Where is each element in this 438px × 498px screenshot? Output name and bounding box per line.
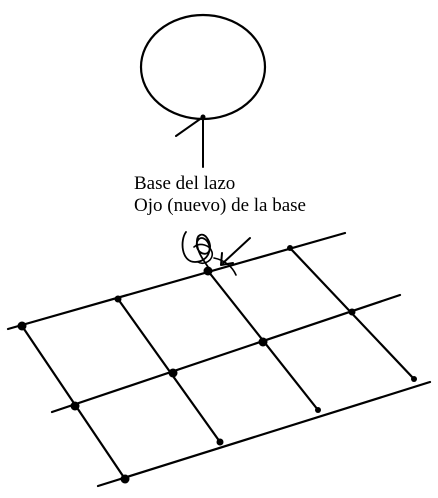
net-node (203, 266, 213, 276)
arrow (220, 237, 251, 266)
net-line-row-2 (50, 293, 402, 414)
arrow-shaft (222, 237, 251, 264)
label-loop-base: Base del lazo (134, 173, 236, 194)
net-line-row-3 (96, 380, 432, 488)
net-node (216, 438, 224, 446)
net-node (120, 474, 130, 484)
net-line-col-2 (116, 297, 222, 444)
net-node (70, 401, 80, 411)
net-lines (6, 231, 432, 488)
net-node (411, 376, 417, 382)
net-node (258, 337, 268, 347)
net-node (287, 245, 293, 251)
net-node (17, 321, 27, 331)
knot-scribble-2 (193, 243, 214, 265)
knot-scribble (181, 231, 211, 271)
arrow-head (220, 252, 234, 266)
net-node (168, 368, 178, 378)
net-nodes (17, 245, 417, 484)
loop-circle (139, 13, 267, 121)
net-line-row-1 (6, 231, 347, 331)
net-node (114, 295, 122, 303)
loop-base-point (200, 114, 206, 120)
net-node (315, 407, 321, 413)
loop (139, 13, 267, 168)
net-node (348, 308, 356, 316)
label-new-base-eye: Ojo (nuevo) de la base (134, 195, 306, 216)
loop-base-tick (175, 116, 204, 137)
